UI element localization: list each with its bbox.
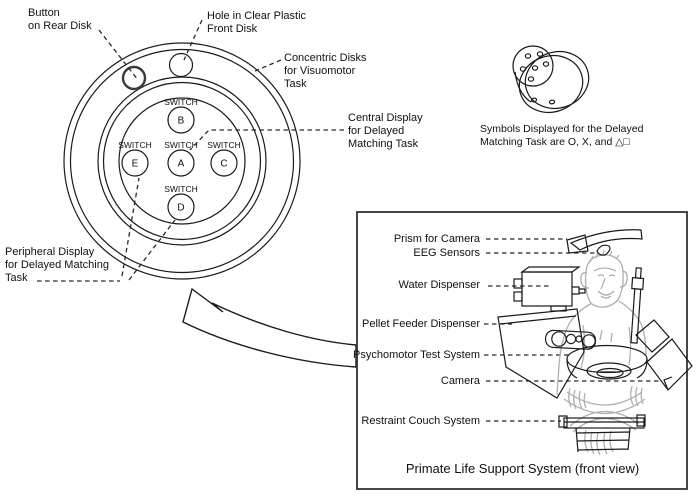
switch-a-caption: SWITCH (164, 140, 198, 150)
switch-b-caption: SWITCH (164, 97, 198, 107)
life-support-caption: Primate Life Support System (front view) (405, 461, 640, 476)
switch-a-circle (167, 149, 195, 177)
label-water-dispenser: Water Dispenser (398, 279, 480, 291)
knob-front-face (512, 45, 554, 87)
outer-disk-inner-rim (69, 48, 295, 274)
switch-e-caption: SWITCH (118, 140, 152, 150)
switch-a-letter: A (178, 159, 185, 170)
label-symbols-note: Symbols Displayed for the Delayed Matchi… (480, 123, 644, 148)
monkey-feet-grip (584, 429, 614, 456)
monkey-head-outline (580, 254, 628, 308)
life-support-box-border (356, 211, 688, 490)
knob-cone-side (514, 71, 532, 103)
prism-for-camera-shape (566, 229, 643, 254)
label-peripheral-display: Peripheral Display for Delayed Matching … (5, 246, 109, 284)
label-restraint-couch: Restraint Couch System (361, 415, 480, 427)
label-button-on-rear-disk: Button on Rear Disk (28, 7, 92, 32)
peripheral-leader-to-switch-e (121, 177, 140, 277)
life-support-equipment (497, 229, 693, 453)
hole-leader (183, 19, 203, 61)
label-prism-for-camera: Prism for Camera (393, 233, 480, 245)
outer-disk-circle (63, 42, 301, 280)
knob-rim-holes (530, 97, 556, 105)
switch-d-circle (167, 193, 195, 221)
switch-b-circle (167, 106, 195, 134)
label-central-display: Central Display for Delayed Matching Tas… (348, 112, 423, 150)
label-eeg-sensors: EEG Sensors (413, 247, 480, 259)
concentric-leader (254, 59, 282, 72)
monkey-face-features (589, 249, 620, 299)
switch-b-letter: B (178, 116, 185, 127)
panel-leader-lines (37, 19, 344, 282)
monkey-crossed-legs (563, 391, 646, 433)
rear-disk-button (121, 65, 147, 91)
middle-disk-inner-rim (102, 81, 262, 241)
switch-c-letter: C (220, 159, 227, 170)
front-disk-hole (168, 52, 194, 78)
label-hole-in-front-disk: Hole in Clear Plastic Front Disk (207, 10, 307, 35)
peripheral-leader-to-switch-d (128, 219, 176, 281)
rear-disk-knob-drawing (512, 45, 590, 114)
switch-e-letter: E (132, 159, 139, 170)
knob-face-holes (519, 51, 550, 82)
psychomotor-panel-drawing: SWITCH SWITCH SWITCH SWITCH SWITCH B E A… (63, 42, 301, 280)
switch-c-circle (210, 149, 238, 177)
inner-disk-circle (118, 97, 246, 225)
camera-housing-shape (635, 319, 693, 391)
button-leader (98, 29, 139, 81)
label-psychomotor-test-system: Psychomotor Test System (353, 349, 480, 361)
restraint-couch-shape (558, 414, 646, 453)
life-support-leader-lines (484, 238, 659, 422)
switch-c-caption: SWITCH (207, 140, 241, 150)
knob-flange-inner (518, 54, 584, 114)
switch-d-letter: D (177, 203, 184, 214)
label-camera: Camera (440, 375, 480, 387)
eeg-sensor-shape (596, 244, 611, 256)
switch-d-caption: SWITCH (164, 184, 198, 194)
pellet-feeder-shape (497, 308, 597, 399)
switch-e-circle (121, 149, 149, 177)
support-rod-shape (630, 267, 645, 344)
label-concentric-disks: Concentric Disks for Visuomotor Task (284, 52, 367, 90)
label-pellet-feeder: Pellet Feeder Dispenser (361, 318, 480, 330)
central-display-leader (189, 129, 344, 151)
curved-arrow (182, 287, 357, 368)
water-dispenser-shape (513, 266, 586, 312)
psychomotor-test-system-shape (566, 344, 648, 380)
